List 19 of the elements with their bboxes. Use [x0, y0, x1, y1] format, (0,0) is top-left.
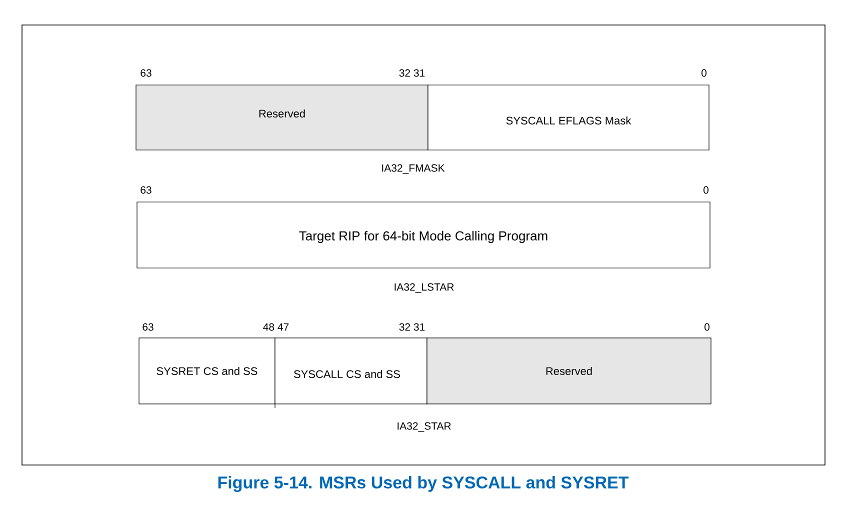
- register-name: IA32_LSTAR: [394, 283, 454, 293]
- register-field: [428, 84, 710, 150]
- field-label: SYSCALL EFLAGS Mask: [506, 116, 632, 125]
- register-field: [136, 202, 710, 268]
- bit-number: 48 47: [263, 323, 289, 331]
- bit-number: 32 31: [399, 69, 425, 77]
- field-label: Reserved: [546, 366, 592, 376]
- field-label: SYSCALL CS and SS: [294, 370, 400, 378]
- field-label: Target RIP for 64-bit Mode Calling Program: [299, 230, 548, 244]
- figure-caption: Figure 5-14. MSRs Used by SYSCALL and SYSRET: [218, 476, 629, 492]
- register-field: [274, 338, 428, 404]
- reserved-field: [426, 338, 712, 404]
- register-field: [138, 338, 276, 404]
- bit-number: 32 31: [399, 323, 425, 331]
- reserved-field: [136, 84, 428, 150]
- register-name: IA32_FMASK: [382, 164, 445, 174]
- register-name: IA32_STAR: [398, 422, 451, 432]
- field-label: Reserved: [259, 109, 305, 118]
- field-label: SYSRET CS and SS: [156, 366, 258, 376]
